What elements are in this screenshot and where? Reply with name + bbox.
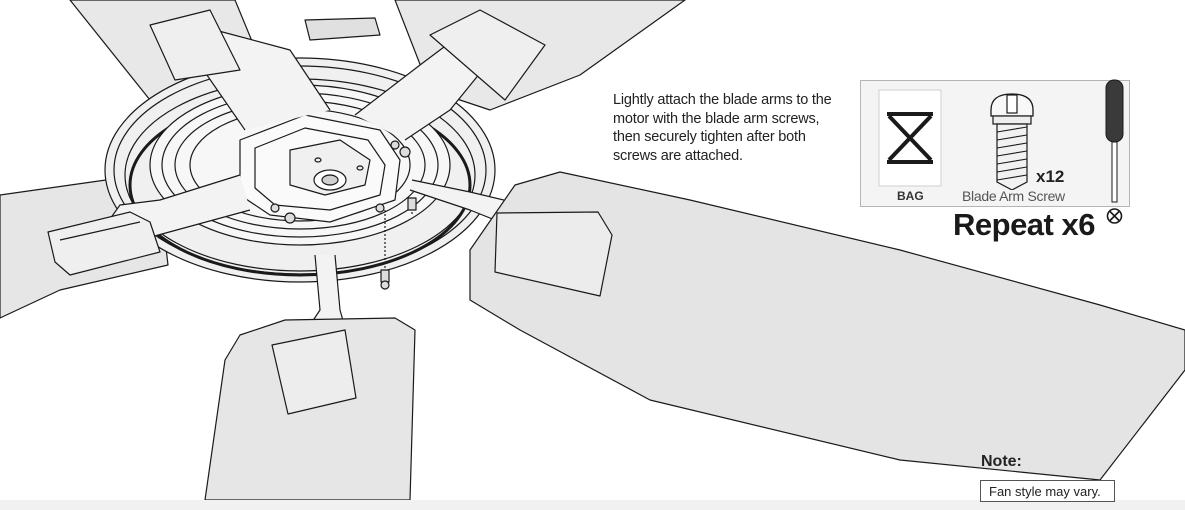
blade-arm-mounting-plate	[239, 114, 411, 224]
screw-quantity: x12	[1036, 167, 1065, 186]
note-box: Fan style may vary.	[980, 480, 1115, 502]
blade-arm-screw-label: Blade Arm Screw	[962, 188, 1065, 204]
bag-label: BAG	[897, 189, 924, 203]
repeat-count: Repeat x6	[953, 207, 1095, 242]
instruction-line-2: motor with the blade arm screws,	[613, 110, 820, 127]
instruction-line-1: Lightly attach the blade arms to the	[613, 92, 832, 108]
instruction-text: Lightly attach the blade arms to the mot…	[613, 91, 853, 165]
hardware-bag-icon	[878, 89, 942, 187]
instruction-line-3: then securely tighten after both	[613, 129, 806, 145]
note-title: Note:	[981, 453, 1022, 470]
phillips-screwdriver-icon	[1105, 79, 1124, 224]
instruction-line-4: screws are attached.	[613, 147, 743, 164]
bottom-strip	[0, 500, 1185, 510]
blade-arm-screw-icon	[990, 93, 1034, 190]
fan-blade-right	[469, 171, 1185, 481]
